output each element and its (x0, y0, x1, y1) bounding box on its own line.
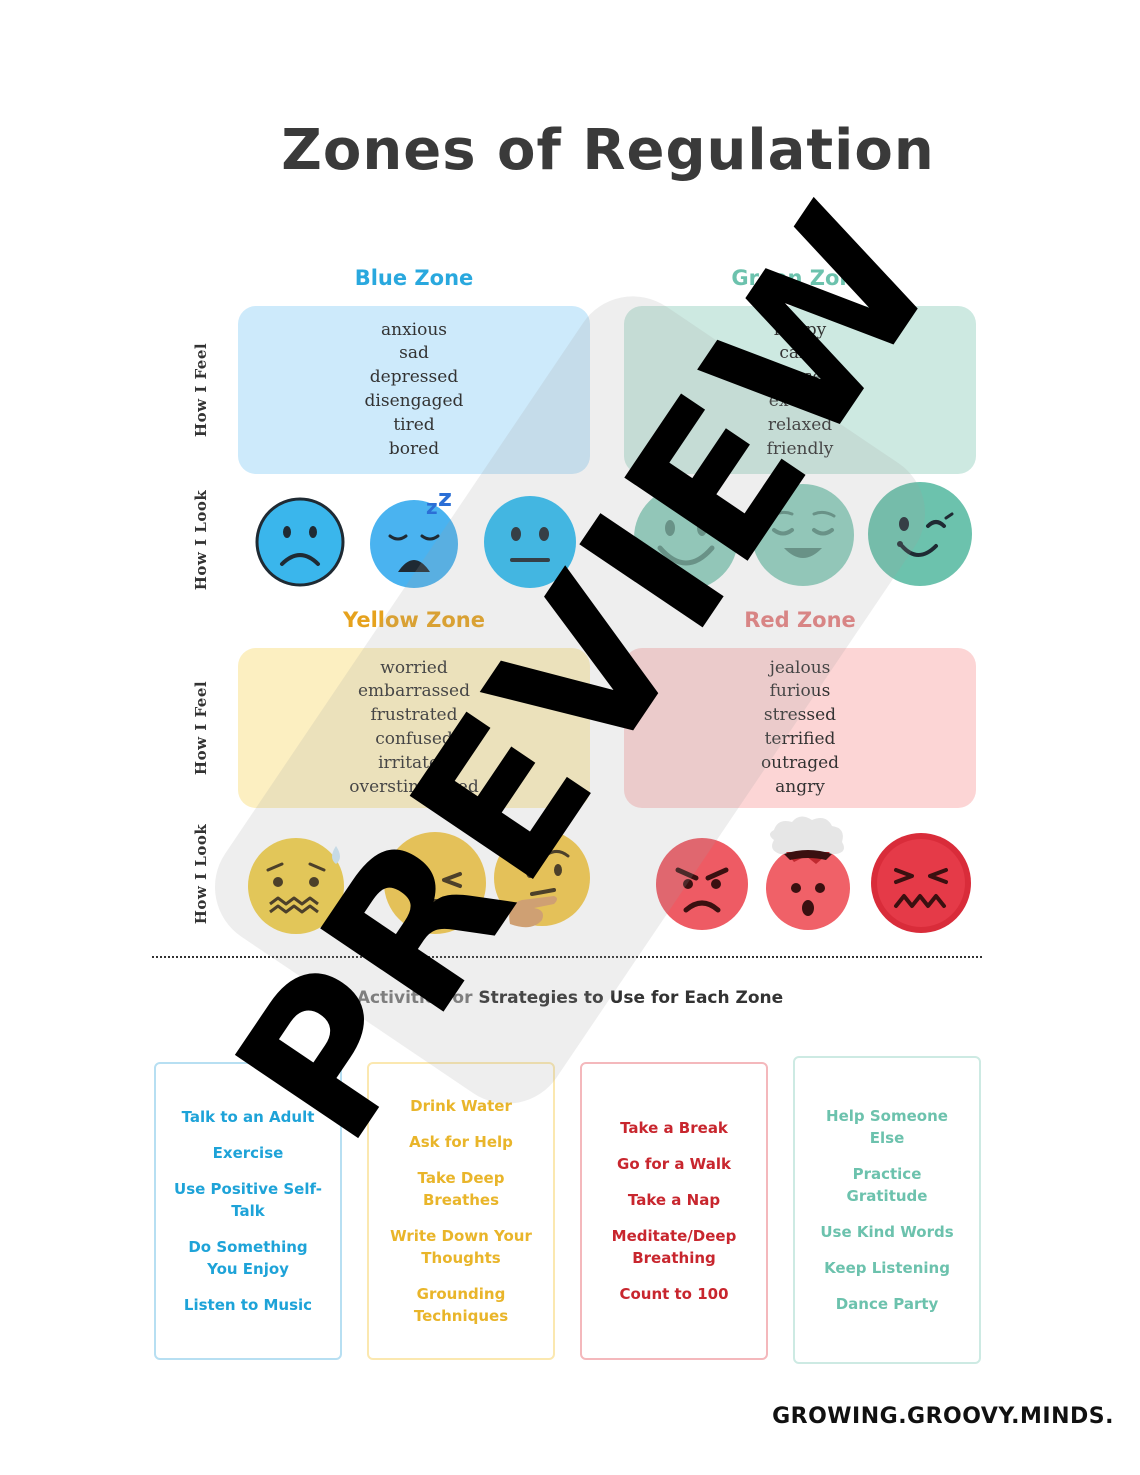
squinting-face-icon (384, 832, 486, 934)
feeling-word: furious (769, 681, 831, 702)
feeling-word: anxious (380, 319, 448, 340)
feeling-word: calm (779, 343, 821, 364)
strategy-item: Grounding Techniques (413, 1285, 509, 1325)
angry-face-icon (656, 838, 748, 930)
green-zone-title: Green Zone (731, 266, 869, 290)
strategy-item: Listen to Music (183, 1296, 313, 1314)
sad-face-icon (255, 497, 345, 587)
winking-face-icon (868, 482, 972, 586)
strategy-item: Take Deep Breathes (417, 1169, 505, 1209)
feeling-word: embarrassed (358, 681, 470, 702)
feeling-word: depressed (369, 367, 459, 388)
yellow-zone-title: Yellow Zone (343, 608, 485, 632)
relieved-face-icon (752, 484, 854, 586)
yellow-strategies-card: Drink Water Ask for Help Take Deep Breat… (367, 1062, 555, 1360)
strategies-heading-part1: Activities or (356, 988, 479, 1008)
strategy-item: Go for a Walk (617, 1155, 731, 1173)
row-label-how-i-look: How I Look (192, 823, 210, 925)
strategies-heading-part2: Strategies to Use for Each Zone (478, 988, 784, 1008)
blue-zone-title: Blue Zone (354, 266, 474, 290)
feeling-word: confused (375, 729, 453, 749)
thinking-face-icon (494, 830, 590, 928)
red-zone-title: Red Zone (744, 608, 856, 632)
feeling-word: tired (393, 414, 435, 435)
sleepy-face-icon: z z (370, 492, 458, 588)
strategies-heading: Activities or Strategies to Use for Each… (0, 988, 1140, 1008)
feeling-word: stressed (763, 705, 837, 726)
section-divider (152, 956, 982, 958)
page-title: Zones of Regulation (281, 118, 935, 183)
strategy-item: Drink Water (410, 1097, 512, 1115)
feeling-word: angry (775, 776, 825, 797)
strategy-item: Use Kind Words (820, 1223, 954, 1241)
strategy-item: Keep Listening (824, 1259, 950, 1277)
brand-logo: GROWING.GROOVY.MINDS. (772, 1404, 1114, 1429)
yellow-zone-feelings: worried embarrassed frustrated confused … (238, 648, 590, 808)
strategy-item: Do Something You Enjoy (188, 1238, 308, 1278)
strategy-item: Write Down Your Thoughts (390, 1227, 532, 1267)
feeling-word: relaxed (767, 414, 833, 435)
strategy-item: Help Someone Else (826, 1107, 948, 1147)
feeling-word: terrified (764, 729, 836, 749)
strategy-item: Exercise (212, 1144, 284, 1162)
confounded-face-icon (871, 833, 971, 933)
feeling-word: worried (380, 657, 448, 678)
row-label-how-i-look: How I Look (192, 489, 210, 591)
feeling-word: disengaged (364, 391, 464, 411)
blue-strategies-card: Talk to an Adult Exercise Use Positive S… (154, 1062, 342, 1360)
neutral-face-icon (484, 496, 576, 588)
svg-text:z: z (438, 492, 452, 512)
feeling-word: bored (388, 438, 440, 459)
feeling-word: excited (768, 391, 832, 411)
strategy-item: Practice Gratitude (846, 1165, 928, 1205)
exploding-head-icon (766, 816, 850, 930)
blue-zone-feelings: anxious sad depressed disengaged tired b… (238, 306, 590, 474)
feeling-word: frustrated (370, 705, 458, 726)
red-strategies-card: Take a Break Go for a Walk Take a Nap Me… (580, 1062, 768, 1360)
strategy-item: Count to 100 (619, 1285, 729, 1303)
smiling-face-icon (634, 486, 738, 590)
strategy-item: Dance Party (835, 1295, 939, 1313)
svg-text:z: z (426, 495, 438, 519)
strategy-item: Use Positive Self-Talk (174, 1180, 322, 1220)
feeling-word: outraged (760, 752, 840, 773)
anxious-face-icon (248, 838, 344, 934)
red-zone-feelings: jealous furious stressed terrified outra… (624, 648, 976, 808)
feeling-word: friendly (766, 438, 834, 459)
row-label-how-i-feel: How I Feel (192, 342, 210, 438)
strategy-item: Take a Break (620, 1119, 728, 1137)
strategy-item: Meditate/Deep Breathing (611, 1227, 737, 1267)
feeling-word: overstimulated (349, 776, 479, 797)
feeling-word: irritated (378, 752, 450, 773)
strategy-item: Talk to an Adult (181, 1108, 315, 1126)
green-zone-feelings: happy calm focused excited relaxed frien… (624, 306, 976, 474)
feeling-word: happy (773, 319, 827, 340)
feeling-word: sad (399, 343, 429, 364)
row-label-how-i-feel: How I Feel (192, 680, 210, 776)
strategy-item: Ask for Help (409, 1133, 513, 1151)
feeling-word: focused (766, 367, 834, 388)
feeling-word: jealous (769, 657, 831, 678)
green-strategies-card: Help Someone Else Practice Gratitude Use… (793, 1056, 981, 1364)
strategy-item: Take a Nap (627, 1191, 721, 1209)
